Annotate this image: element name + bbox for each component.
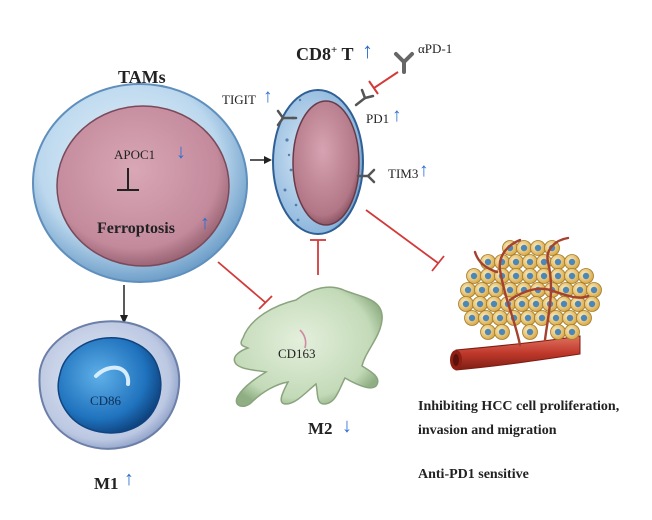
- tumor-cell-nucleus: [554, 272, 562, 280]
- tigit-receptor: [276, 109, 298, 127]
- cd8-text: CD8: [296, 44, 331, 64]
- tumor-cell-nucleus: [526, 328, 534, 336]
- ferroptosis-up-arrow-icon: ↑: [200, 212, 210, 234]
- tumor-cell-nucleus: [524, 314, 532, 322]
- tumor-cell-nucleus: [532, 300, 540, 308]
- tumor-cell-nucleus: [568, 328, 576, 336]
- tumor-cell-nucleus: [490, 300, 498, 308]
- tumor-cell-nucleus: [526, 272, 534, 280]
- tumor-cell-nucleus: [484, 272, 492, 280]
- tumor-cell-nucleus: [482, 314, 490, 322]
- tumor-cell-nucleus: [562, 286, 570, 294]
- apd1-label: αPD-1: [418, 41, 453, 56]
- pd1-label: PD1: [366, 111, 390, 126]
- ferroptosis-label: Ferroptosis: [97, 220, 175, 237]
- tumor-cell-nucleus: [554, 258, 562, 266]
- tumor-cell-nucleus: [560, 300, 568, 308]
- cd8-t-label: CD8+ T: [296, 44, 353, 65]
- tumor-cell-nucleus: [484, 258, 492, 266]
- tumor-cell-nucleus: [498, 328, 506, 336]
- tumor-cell-nucleus: [470, 272, 478, 280]
- tumor-cell-nucleus: [554, 328, 562, 336]
- outcome-line-3: Anti-PD1 sensitive: [418, 467, 529, 482]
- tumor-cell-nucleus: [540, 258, 548, 266]
- cd8-superscript: +: [331, 44, 338, 56]
- apoc1-label: APOC1: [114, 147, 156, 162]
- tumor-cell-nucleus: [506, 286, 514, 294]
- tumor-cell-nucleus: [568, 272, 576, 280]
- tam-to-tcell-arrow: [250, 156, 272, 164]
- tam-to-m1-arrow: [120, 285, 128, 324]
- m2-inhibit-tcell-line: [310, 239, 326, 275]
- tumor-vessel-branches: [473, 236, 590, 347]
- cd8-up-arrow-icon: ↑: [362, 38, 373, 63]
- tumor-cell-nucleus: [478, 286, 486, 294]
- tumor-cell-nucleus: [518, 300, 526, 308]
- m1-label: M1: [94, 474, 119, 493]
- tumor-cell-nucleus: [468, 314, 476, 322]
- tumor-cell-nucleus: [566, 314, 574, 322]
- m2-macrophage-cell: [233, 286, 383, 407]
- tumor-cell-nucleus: [462, 300, 470, 308]
- apoc1-down-arrow-icon: ↓: [176, 141, 186, 163]
- outcome-line-2: invasion and migration: [418, 423, 557, 438]
- tumor-cell-nucleus: [590, 286, 598, 294]
- cd8-t-cell: [272, 89, 364, 235]
- tumor-cell-nucleus: [512, 272, 520, 280]
- apd1-inhibit-pd1-line: [368, 71, 399, 95]
- tumor-cell-nucleus: [576, 286, 584, 294]
- pd1-receptor: [354, 88, 375, 107]
- tumor-cell-nucleus: [512, 258, 520, 266]
- tigit-up-arrow-icon: ↑: [263, 86, 273, 107]
- m1-macrophage-cell: [38, 320, 181, 450]
- tumor-cell-nucleus: [588, 300, 596, 308]
- m2-down-arrow-icon: ↓: [342, 415, 352, 437]
- tumor-cell-nucleus: [538, 314, 546, 322]
- tumor-cell-nucleus: [552, 314, 560, 322]
- tigit-label: TIGIT: [222, 92, 256, 107]
- tim3-up-arrow-icon: ↑: [419, 160, 429, 181]
- tim3-receptor: [356, 168, 376, 184]
- tumor-cell-nucleus: [582, 272, 590, 280]
- tumor-cell-nucleus: [464, 286, 472, 294]
- tams-label: TAMs: [118, 67, 166, 87]
- apoc1-inhibits-ferroptosis-symbol: [117, 168, 139, 191]
- tumor-cell-nucleus: [484, 328, 492, 336]
- tam-inhibit-m2-line: [217, 261, 273, 310]
- tumor-cell-nucleus: [574, 300, 582, 308]
- pd1-up-arrow-icon: ↑: [392, 105, 402, 126]
- tumor-cell-nucleus: [496, 314, 504, 322]
- tumor-cell-nucleus: [540, 272, 548, 280]
- blood-vessel: [450, 335, 581, 371]
- tumor-cell-nucleus: [492, 286, 500, 294]
- tumor-cell-nucleus: [580, 314, 588, 322]
- tim3-label: TIM3: [388, 166, 419, 181]
- anti-pd1-antibody-icon: [394, 52, 414, 74]
- tumor-cell-nucleus: [476, 300, 484, 308]
- m2-label: M2: [308, 419, 333, 438]
- outcome-line-1: Inhibiting HCC cell proliferation,: [418, 399, 620, 414]
- tumor-cell-nucleus: [526, 258, 534, 266]
- cd163-label: CD163: [278, 346, 316, 361]
- m1-up-arrow-icon: ↑: [124, 468, 134, 490]
- tumor-cell-nucleus: [520, 244, 528, 252]
- tam-cell: [32, 83, 248, 283]
- tumor-cell-nucleus: [568, 258, 576, 266]
- tumor-cell-nucleus: [534, 244, 542, 252]
- cd86-label: CD86: [90, 393, 122, 408]
- cd8-t-suffix: T: [337, 44, 354, 64]
- tcell-inhibit-tumor-line: [365, 209, 445, 272]
